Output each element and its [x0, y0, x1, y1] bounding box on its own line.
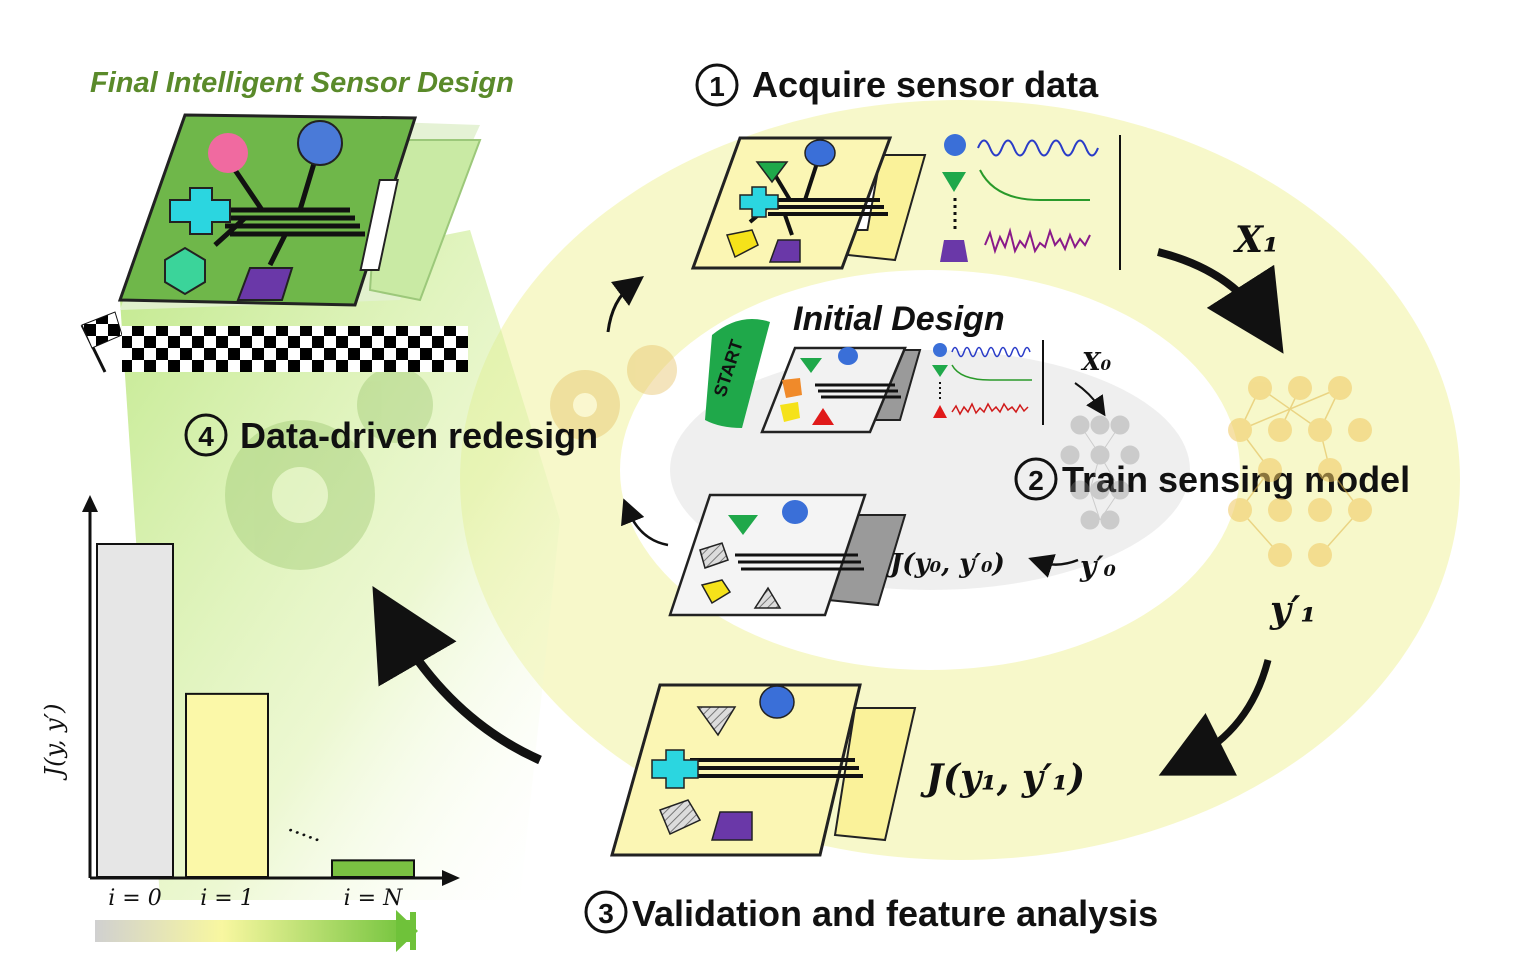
step-1-signals: [940, 134, 1121, 270]
chart-bar: [96, 543, 174, 878]
step-1-sensor-board: [690, 136, 927, 270]
y0-pred-label: y′₀: [1079, 550, 1116, 583]
step-1-label: 1 Acquire sensor data: [695, 63, 1099, 107]
svg-text:Acquire sensor data: Acquire sensor data: [752, 64, 1099, 105]
progress-arrow: [95, 920, 413, 942]
finish-flag-icon: [80, 311, 123, 373]
start-badge: START: [705, 318, 770, 428]
finish-line: [122, 326, 468, 372]
x0-label: X₀: [1080, 347, 1112, 376]
chart-bar: [331, 859, 415, 878]
x1-label: X₁: [1233, 219, 1279, 261]
chart-ylabel: J(y, y′): [40, 704, 68, 782]
svg-text:2: 2: [1028, 465, 1044, 496]
chart-bar: [185, 692, 269, 878]
flow-arrows: [372, 248, 1284, 776]
final-design-title: Final Intelligent Sensor Design: [90, 67, 514, 99]
gear-icon: [550, 345, 677, 440]
gear-icon: [225, 367, 433, 570]
step-3-label: 3 Validation and feature analysis: [584, 890, 1158, 934]
svg-text:1: 1: [709, 71, 725, 102]
y1-pred-label: y′₁: [1269, 589, 1316, 631]
chart-tick-label: i = 1: [200, 886, 253, 911]
step-3-sensor-board: [610, 683, 917, 857]
svg-text:Validation and feature analysi: Validation and feature analysis: [632, 893, 1158, 934]
svg-text:3: 3: [598, 898, 614, 929]
svg-text:4: 4: [198, 421, 214, 452]
initial-sensor-board: [760, 346, 922, 434]
initial-neural-network: [1060, 415, 1140, 530]
j0-label: J(y₀, y′₀): [885, 549, 1005, 579]
initial-validation-board: [668, 493, 907, 617]
final-sensor-board: [117, 113, 482, 310]
initial-design-title: Initial Design: [793, 300, 1005, 338]
chart-tick-label: i = N: [344, 886, 403, 911]
initial-signals: [932, 340, 1044, 425]
trained-neural-network: [1228, 376, 1372, 567]
chart-tick-label: i = 0: [108, 886, 161, 911]
svg-text:Train sensing model: Train sensing model: [1062, 459, 1410, 500]
svg-text:Data-driven redesign: Data-driven redesign: [240, 415, 598, 456]
j1-label: J(y₁, y′₁): [920, 757, 1085, 799]
step-4-label: 4 Data-driven redesign: [184, 413, 598, 457]
step-2-label: 2 Train sensing model: [1014, 457, 1410, 501]
